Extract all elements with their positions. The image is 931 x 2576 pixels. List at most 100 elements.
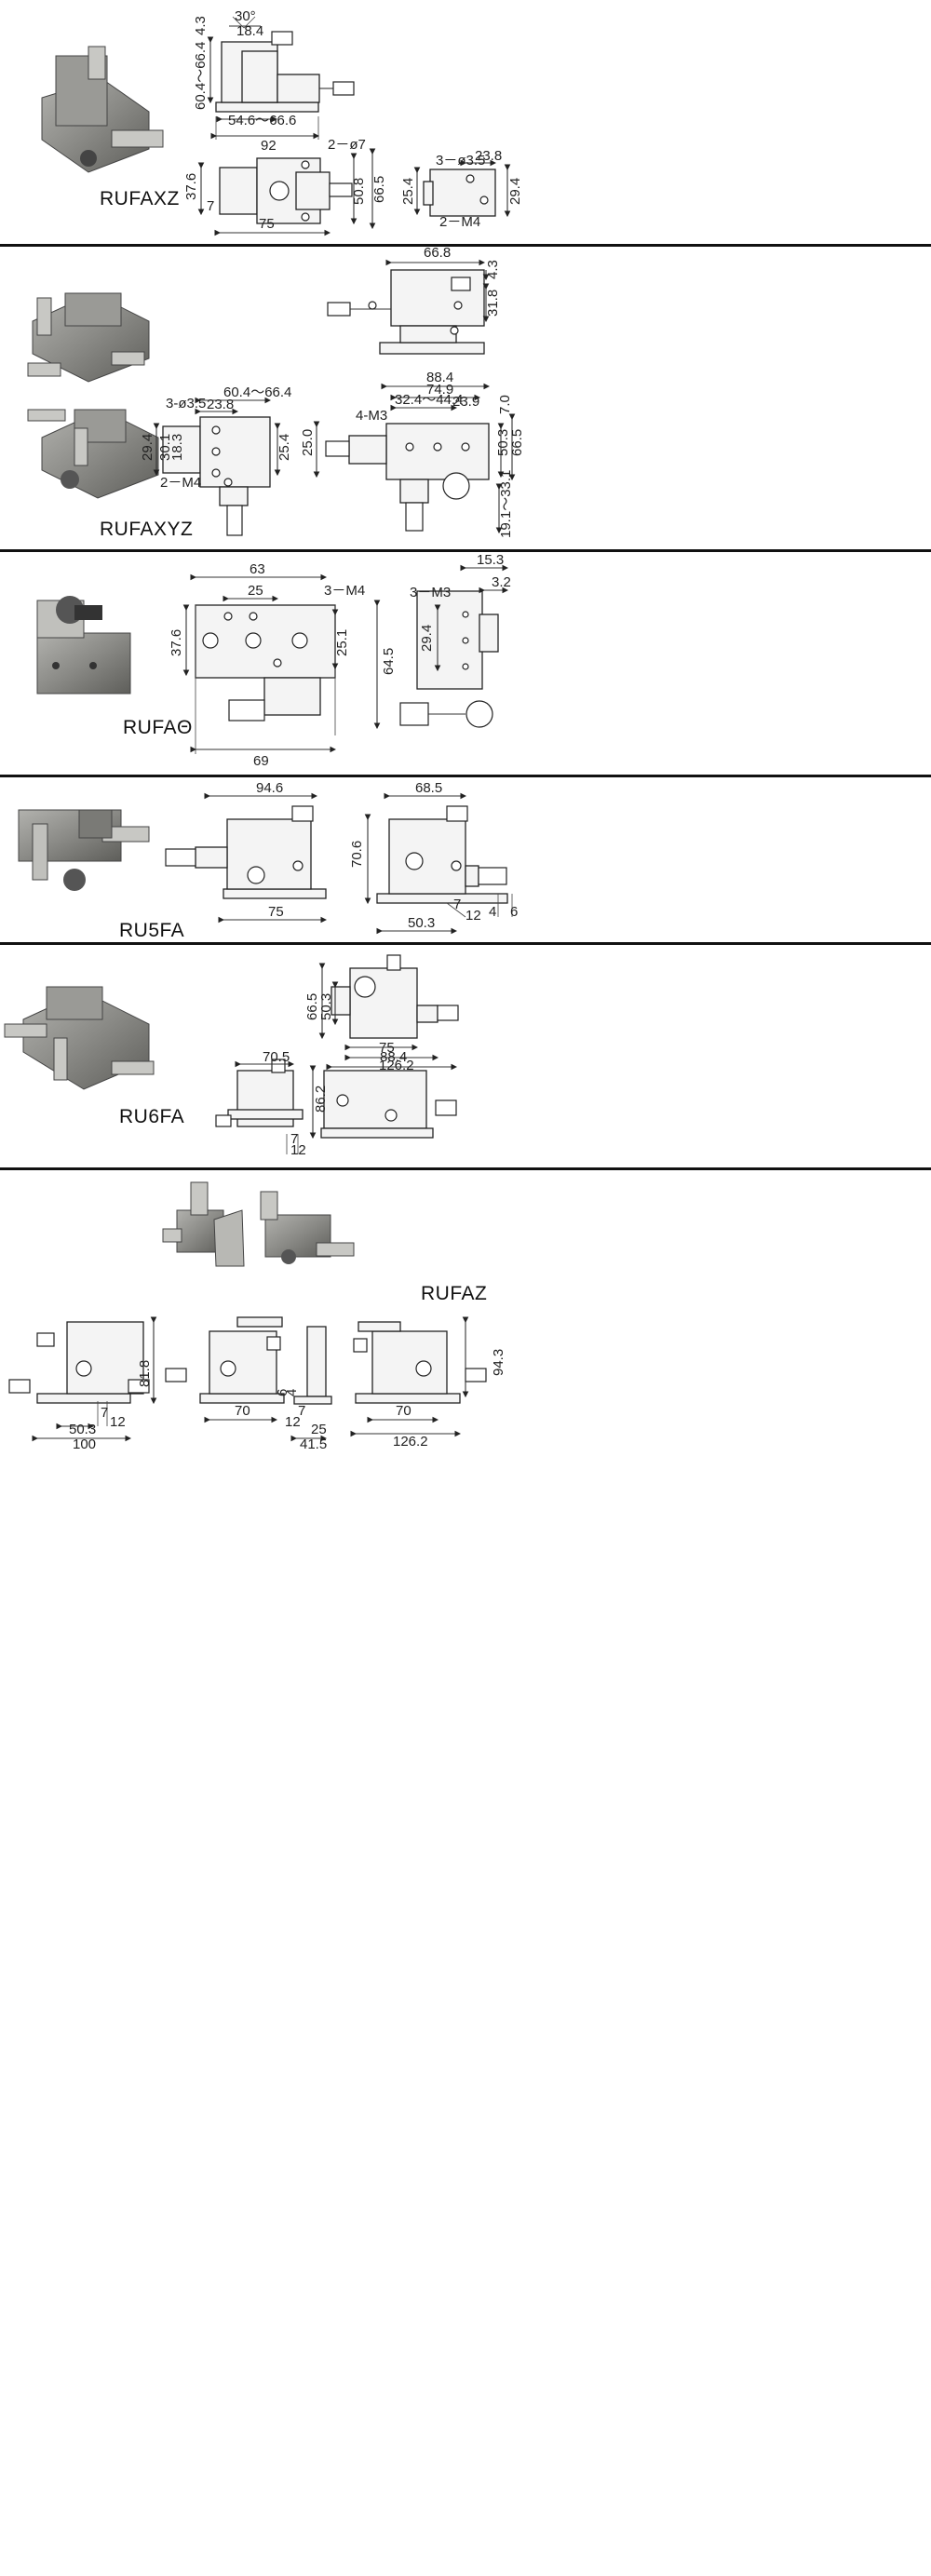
svg-text:25.4: 25.4 xyxy=(400,178,416,205)
svg-text:94.3: 94.3 xyxy=(491,1349,506,1376)
svg-text:50.3: 50.3 xyxy=(408,915,435,931)
svg-text:6: 6 xyxy=(510,904,518,920)
svg-text:37.6: 37.6 xyxy=(169,629,184,656)
model-label-ru5fa: RU5FA xyxy=(119,920,185,941)
rufaz-right-view: 94.3 70 126.2 xyxy=(350,1316,506,1450)
svg-text:12: 12 xyxy=(466,908,481,924)
svg-text:70: 70 xyxy=(396,1403,412,1419)
svg-text:70.5: 70.5 xyxy=(263,1049,290,1065)
rufaxz-photo xyxy=(41,46,164,173)
ru5fa-side-view: 68.5 70.6 7 12 4 6 50.3 xyxy=(349,780,518,935)
svg-text:4: 4 xyxy=(489,904,496,920)
svg-text:64.5: 64.5 xyxy=(381,648,397,675)
svg-text:3.2: 3.2 xyxy=(492,574,511,590)
svg-text:30°: 30° xyxy=(235,8,256,24)
ru5fa-front-view: 94.6 75 xyxy=(165,780,328,924)
section-separator xyxy=(0,244,931,247)
rufaz-photo xyxy=(162,1181,355,1267)
svg-text:50.3: 50.3 xyxy=(495,429,511,456)
svg-text:100: 100 xyxy=(73,1436,96,1452)
svg-text:7: 7 xyxy=(453,897,461,912)
rufaxz-end-view: 3－ø3.5 23.8 25.4 29.4 2－M4 xyxy=(400,148,523,230)
svg-text:88.4: 88.4 xyxy=(380,1049,407,1065)
svg-text:75: 75 xyxy=(268,904,284,920)
svg-text:7: 7 xyxy=(298,1403,305,1419)
svg-text:23.8: 23.8 xyxy=(207,397,234,412)
svg-text:68.5: 68.5 xyxy=(415,780,442,796)
svg-text:60.4～66.4: 60.4～66.4 xyxy=(223,384,291,400)
svg-text:6: 6 xyxy=(275,1389,290,1396)
svg-text:69: 69 xyxy=(253,753,269,769)
svg-text:60.4～66.4: 60.4～66.4 xyxy=(193,42,209,110)
svg-text:15.3: 15.3 xyxy=(477,552,504,568)
svg-text:30.1: 30.1 xyxy=(157,434,173,461)
rufaxz-dims-top: 30° 18.4 4.3 60.4～66.4 54.6～66.6 92 xyxy=(193,8,296,154)
svg-text:81.8: 81.8 xyxy=(137,1360,153,1387)
svg-text:29.4: 29.4 xyxy=(419,625,435,652)
rufatheta-top-view: 63 25 3－M4 37.6 25.1 64.5 69 xyxy=(169,561,397,769)
svg-text:126.2: 126.2 xyxy=(393,1434,428,1450)
ru6fa-front-views: 70.5 86.2 7 12 xyxy=(215,1049,457,1158)
section-separator xyxy=(0,1167,931,1170)
svg-text:50.3: 50.3 xyxy=(69,1422,96,1437)
svg-text:70: 70 xyxy=(235,1403,250,1419)
model-label-rufaxyz: RUFAXYZ xyxy=(100,519,194,540)
svg-text:75: 75 xyxy=(379,1040,395,1056)
svg-text:2－M4: 2－M4 xyxy=(439,214,480,230)
ru6fa-photo xyxy=(4,986,155,1090)
svg-text:7: 7 xyxy=(207,198,214,214)
svg-text:7: 7 xyxy=(101,1405,108,1421)
svg-text:50.3: 50.3 xyxy=(318,993,334,1020)
svg-text:3-ø3.5: 3-ø3.5 xyxy=(166,396,206,411)
svg-text:86.2: 86.2 xyxy=(313,1086,329,1113)
svg-text:25.0: 25.0 xyxy=(300,429,316,456)
svg-text:31.8: 31.8 xyxy=(485,290,501,317)
svg-text:25.4: 25.4 xyxy=(277,434,292,461)
svg-text:41.5: 41.5 xyxy=(300,1436,327,1452)
svg-text:54.6～66.6: 54.6～66.6 xyxy=(228,113,296,128)
rufaxyz-top-view-left: 60.4～66.4 3-ø3.5 23.8 29.4 30.1 18.3 25.… xyxy=(140,384,292,536)
svg-text:3－M3: 3－M3 xyxy=(410,585,451,600)
svg-text:92: 92 xyxy=(261,138,277,154)
model-label-rufaxz: RUFAXZ xyxy=(100,188,180,209)
svg-text:23.9: 23.9 xyxy=(452,394,479,410)
model-label-rufaz: RUFAZ xyxy=(421,1283,488,1304)
model-label-rufatheta: RUFAΘ xyxy=(123,717,193,738)
svg-text:4: 4 xyxy=(284,1389,300,1396)
ru5fa-photo xyxy=(18,809,150,891)
section-separator xyxy=(0,549,931,552)
svg-text:12: 12 xyxy=(110,1414,126,1430)
rufatheta-side-view: 15.3 3.2 3－M3 29.4 xyxy=(399,552,511,728)
svg-text:63: 63 xyxy=(250,561,265,577)
svg-text:7.0: 7.0 xyxy=(497,395,513,414)
svg-text:75: 75 xyxy=(259,216,275,232)
rufaxyz-photo-2 xyxy=(27,409,159,499)
svg-text:88.4: 88.4 xyxy=(426,370,453,385)
svg-text:74.9: 74.9 xyxy=(426,382,453,398)
svg-text:25: 25 xyxy=(248,583,263,599)
ru6fa-top-view: 66.5 50.3 75 88.4 126.2 xyxy=(304,954,459,1073)
svg-text:18.3: 18.3 xyxy=(169,434,185,461)
rufaxz-top-view xyxy=(197,148,376,236)
svg-text:66.5: 66.5 xyxy=(371,176,387,203)
rufaxz-side-view xyxy=(207,16,355,140)
svg-text:25.1: 25.1 xyxy=(334,629,350,656)
svg-text:66.5: 66.5 xyxy=(304,993,320,1020)
svg-text:18.4: 18.4 xyxy=(236,23,263,39)
svg-text:2－M4: 2－M4 xyxy=(160,475,201,491)
section-separator xyxy=(0,775,931,777)
svg-text:3－ø3.5: 3－ø3.5 xyxy=(436,153,485,169)
rufaz-left-view: 81.8 7 12 50.3 100 xyxy=(8,1316,157,1452)
svg-text:37.6: 37.6 xyxy=(183,173,199,200)
svg-text:4.3: 4.3 xyxy=(193,16,209,35)
section-separator xyxy=(0,942,931,945)
model-label-ru6fa: RU6FA xyxy=(119,1106,185,1127)
rufaxyz-side-view: 66.8 4.3 31.8 xyxy=(327,245,501,355)
svg-text:3－M4: 3－M4 xyxy=(324,583,365,599)
svg-text:7: 7 xyxy=(290,1131,298,1147)
rufaxyz-top-view-right: 88.4 74.9 32.4～44.4 23.9 7.0 4-M3 25.0 5… xyxy=(300,370,525,538)
svg-text:12: 12 xyxy=(290,1142,306,1158)
svg-text:4-M3: 4-M3 xyxy=(356,408,387,424)
svg-text:32.4～44.4: 32.4～44.4 xyxy=(395,392,463,408)
